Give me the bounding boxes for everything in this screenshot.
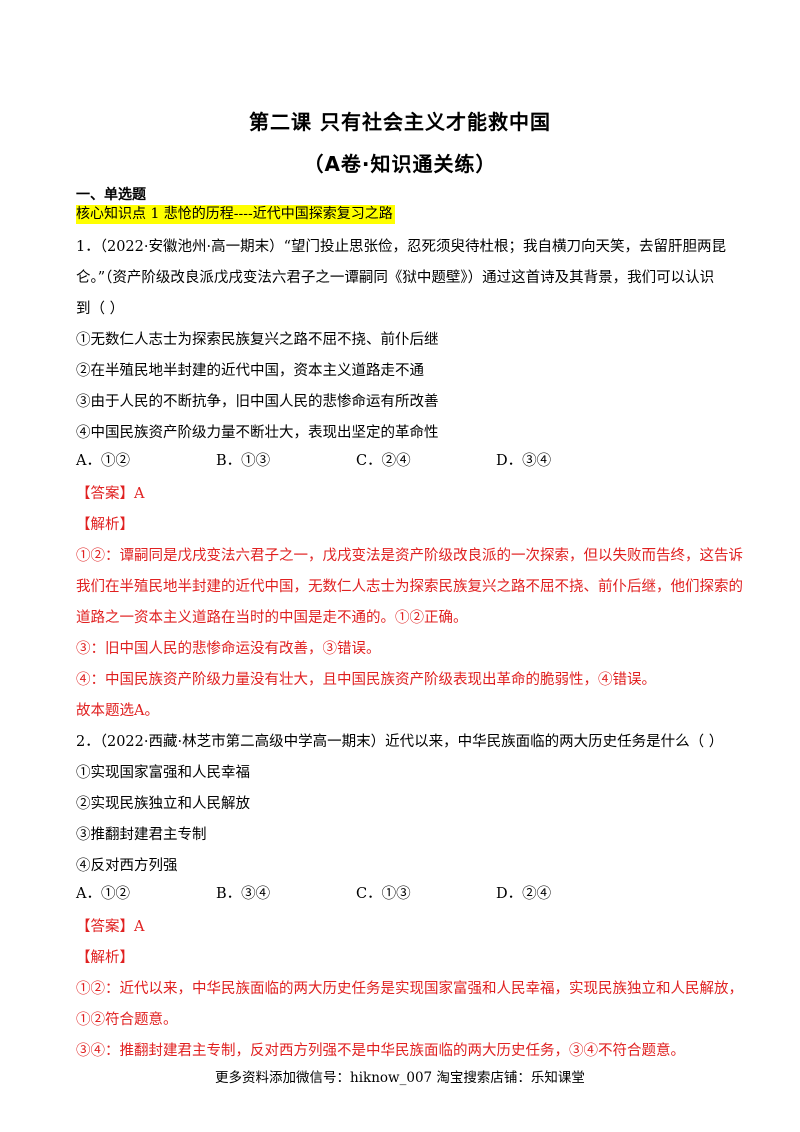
q2-statement-3: ③推翻封建君主专制: [76, 827, 207, 843]
q1-stem-line: 仑。”（资产阶级改良派戊戌变法六君子之一谭嗣同《狱中题壁》）通过这首诗及其背景，…: [76, 270, 715, 286]
q1-option-a: A．①②: [76, 453, 130, 469]
q1-analysis-line: 我们在半殖民地半封建的近代中国，无数仁人志士为探索民族复兴之路不屈不挠、前仆后继…: [76, 579, 743, 595]
q2-statement-1: ①实现国家富强和人民幸福: [76, 765, 250, 781]
q2-statement-4: ④反对西方列强: [76, 858, 178, 874]
page-footer: 更多资料添加微信号：hiknow_007 淘宝搜索店铺：乐知课堂: [215, 1070, 585, 1086]
q1-stem-line: 1．（2022·安徽池州·高一期末）“望门投止思张俭，忍死须臾待杜根；我自横刀向…: [76, 239, 727, 255]
q2-option-a: A．①②: [76, 886, 130, 902]
q2-option-b: B．③④: [216, 886, 271, 902]
q2-analysis-label: 【解析】: [76, 950, 134, 966]
q1-statement-1: ①无数仁人志士为探索民族复兴之路不屈不挠、前仆后继: [76, 332, 439, 348]
q2-analysis-line: ①②：近代以来，中华民族面临的两大历史任务是实现国家富强和人民幸福，实现民族独立…: [76, 981, 743, 997]
q2-option-d: D．②④: [496, 886, 552, 902]
q2-analysis-line: ③④：推翻封建君主专制，反对西方列强不是中华民族面临的两大历史任务，③④不符合题…: [76, 1043, 685, 1059]
q2-options: A．①② B．③④ C．①③ D．②④: [76, 884, 726, 904]
q1-option-c: C．②④: [356, 453, 411, 469]
q1-analysis-line: ①②：谭嗣同是戊戌变法六君子之一，戊戌变法是资产阶级改良派的一次探索，但以失败而…: [76, 548, 743, 564]
q1-statement-4: ④中国民族资产阶级力量不断壮大，表现出坚定的革命性: [76, 425, 439, 441]
page-title: 第二课 只有社会主义才能救中国: [249, 110, 551, 134]
q2-analysis-line: ①②符合题意。: [76, 1012, 178, 1028]
q1-analysis-line: ③：旧中国人民的悲惨命运没有改善，③错误。: [76, 641, 381, 657]
q2-answer: 【答案】A: [76, 919, 145, 935]
q2-option-c: C．①③: [356, 886, 411, 902]
q1-statement-2: ②在半殖民地半封建的近代中国，资本主义道路走不通: [76, 363, 424, 379]
q1-stem-line: 到（ ）: [76, 301, 125, 317]
q1-statement-3: ③由于人民的不断抗争，旧中国人民的悲惨命运有所改善: [76, 394, 439, 410]
q1-option-b: B．①③: [216, 453, 271, 469]
q1-analysis-line: ④：中国民族资产阶级力量没有壮大，且中国民族资产阶级表现出革命的脆弱性，④错误。: [76, 672, 656, 688]
knowledge-point-banner: 核心知识点 1 悲怆的历程----近代中国探索复习之路: [76, 205, 395, 224]
q1-options: A．①② B．①③ C．②④ D．③④: [76, 451, 726, 471]
q2-stem-line: 2．（2022·西藏·林芝市第二高级中学高一期末）近代以来，中华民族面临的两大历…: [76, 734, 724, 750]
q1-analysis-label: 【解析】: [76, 517, 134, 533]
q2-statement-2: ②实现民族独立和人民解放: [76, 796, 250, 812]
section-heading: 一、单选题: [76, 187, 146, 203]
q1-option-d: D．③④: [496, 453, 552, 469]
q1-answer: 【答案】A: [76, 486, 145, 502]
q1-analysis-line: 道路之一资本主义道路在当时的中国是走不通的。①②正确。: [76, 610, 468, 626]
q1-conclusion: 故本题选A。: [76, 703, 159, 719]
page-subtitle: （A卷·知识通关练）: [303, 152, 497, 176]
